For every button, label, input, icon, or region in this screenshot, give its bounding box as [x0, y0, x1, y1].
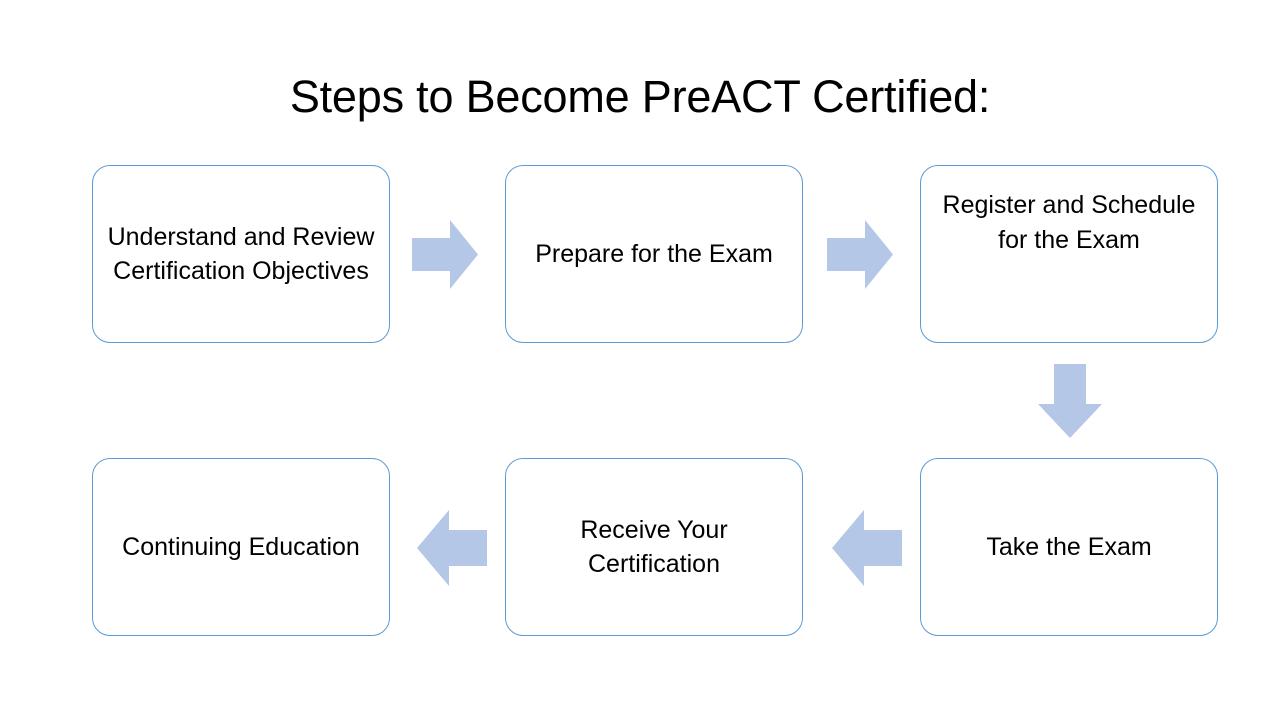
arrow-down-icon — [1038, 364, 1102, 438]
arrow-left-icon-2 — [417, 510, 487, 586]
step-box-4-label: Take the Exam — [986, 532, 1152, 561]
arrow-left-icon-1 — [832, 510, 902, 586]
step-box-2-label: Prepare for the Exam — [535, 239, 773, 268]
step-box-3[interactable]: Register and Schedule for the Exam — [920, 165, 1218, 343]
arrow-right-icon-1 — [412, 220, 478, 289]
step-box-1-label: Understand and Review Certification Obje… — [107, 222, 375, 286]
step-box-2[interactable]: Prepare for the Exam — [505, 165, 803, 343]
step-box-6[interactable]: Continuing Education — [92, 458, 390, 636]
arrow-right-icon-2 — [827, 220, 893, 289]
step-box-1[interactable]: Understand and Review Certification Obje… — [92, 165, 390, 343]
step-box-4[interactable]: Take the Exam — [920, 458, 1218, 636]
step-box-6-label: Continuing Education — [122, 532, 360, 561]
page-title: Steps to Become PreACT Certified: — [289, 71, 991, 123]
step-box-5[interactable]: Receive Your Certification — [505, 458, 803, 636]
step-box-3-label: Register and Schedule for the Exam — [942, 191, 1196, 254]
step-box-5-label: Receive Your Certification — [580, 515, 728, 579]
